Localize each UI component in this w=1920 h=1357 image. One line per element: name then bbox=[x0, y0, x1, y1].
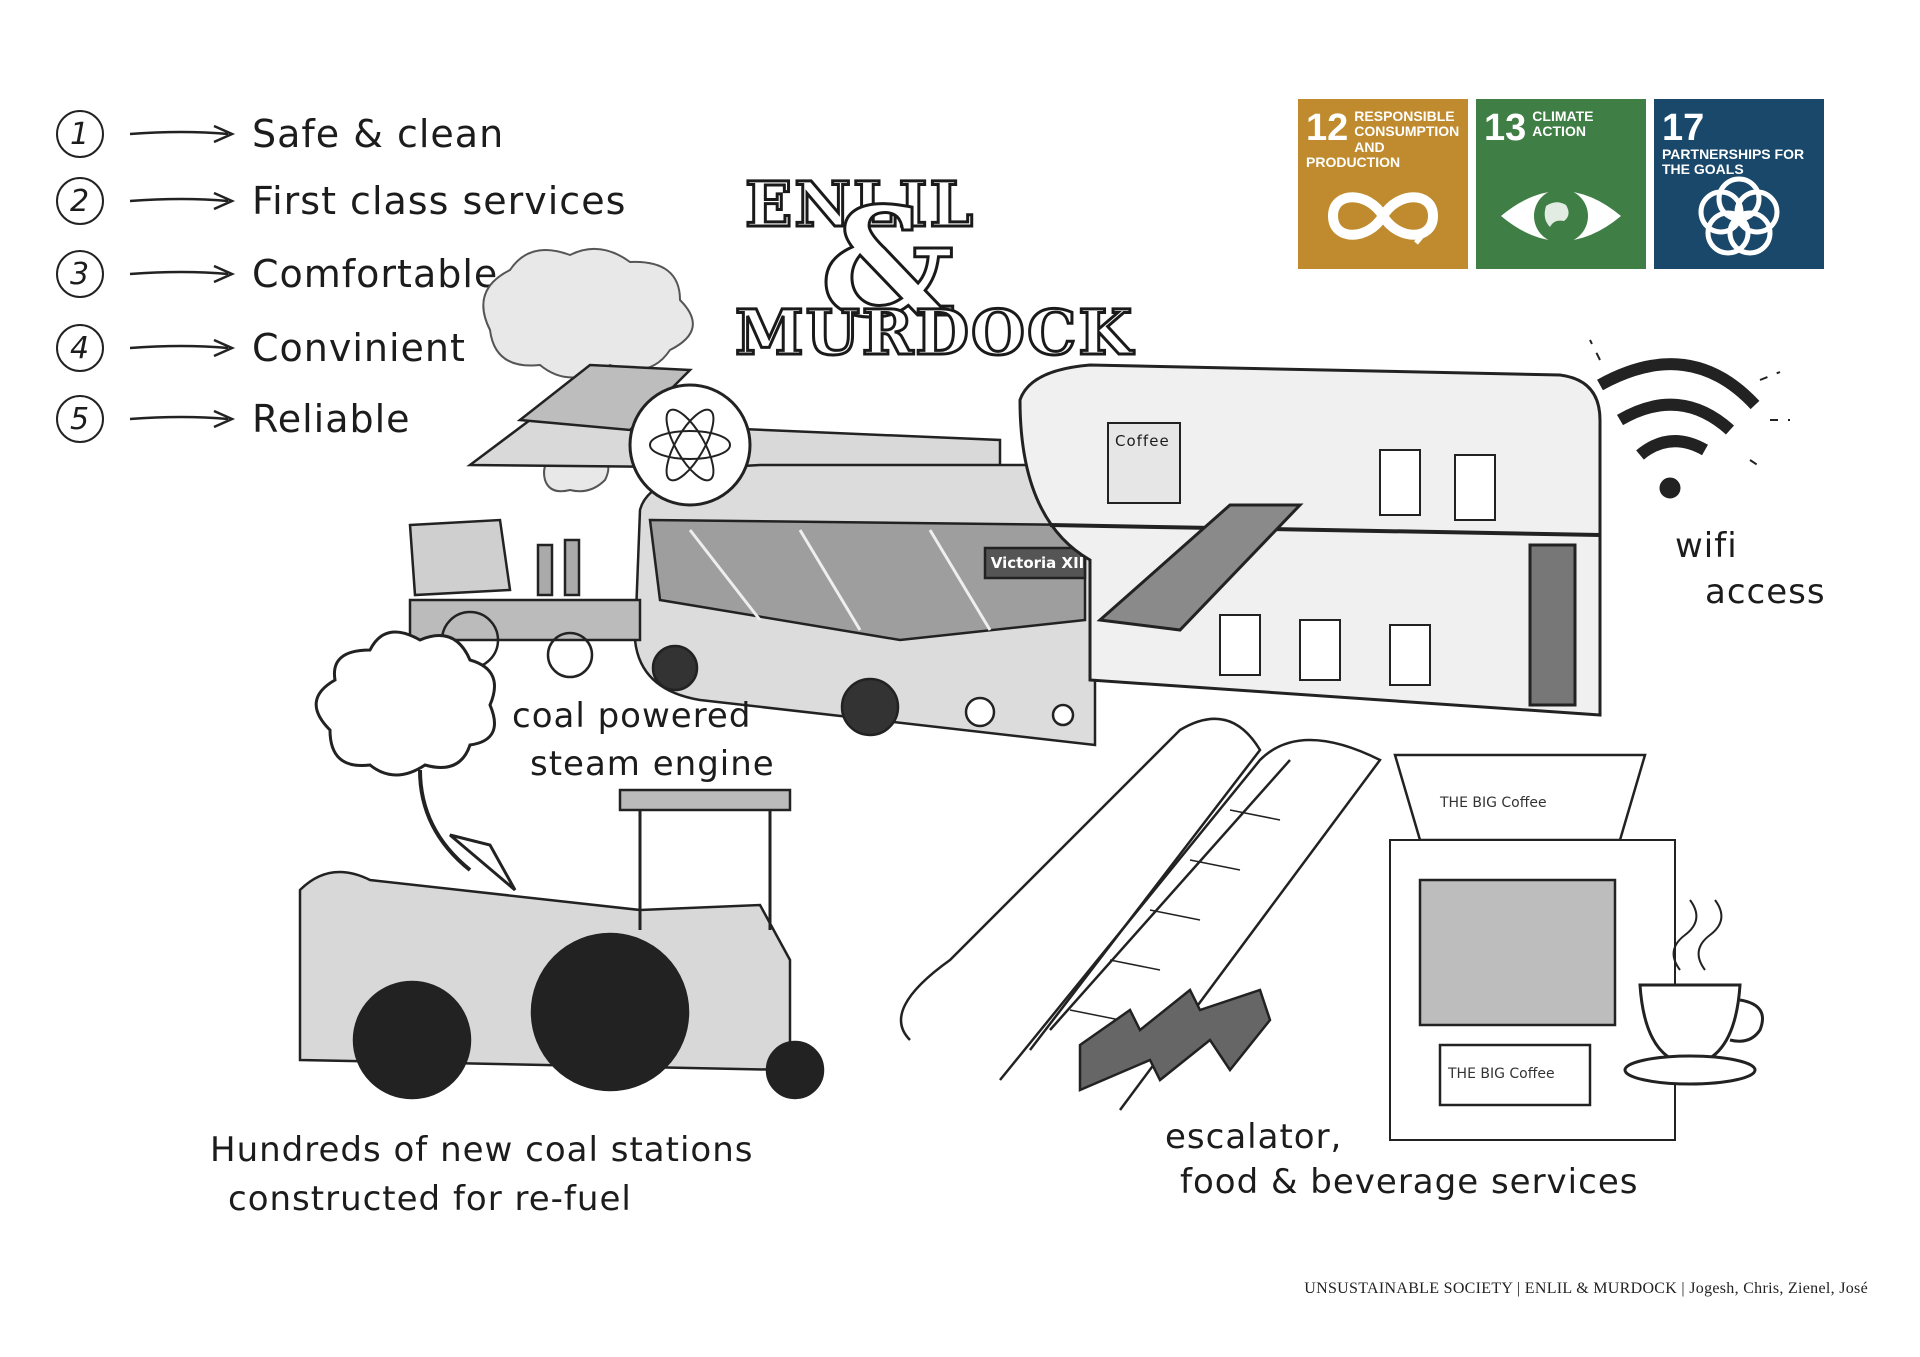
arrow-right-icon bbox=[129, 191, 236, 211]
arrow-right-icon bbox=[129, 124, 236, 144]
list-item: 1 Safe & clean bbox=[56, 104, 504, 164]
list-item: 4 Convinient bbox=[56, 318, 466, 378]
smoke-outline-icon bbox=[314, 630, 517, 892]
coffee-cup-icon bbox=[1623, 899, 1764, 1086]
sdg-title: Partnerships for the goals bbox=[1662, 146, 1805, 178]
list-label: Safe & clean bbox=[252, 112, 505, 156]
brand-line1: ENLIL bbox=[743, 167, 976, 243]
sdg-title: Responsible consumption and production bbox=[1306, 108, 1460, 171]
access-label: access bbox=[1705, 572, 1826, 612]
arrow-right-icon bbox=[129, 338, 236, 358]
list-item: 3 Comfortable bbox=[56, 244, 498, 304]
sdg-number: 13 bbox=[1484, 107, 1527, 149]
wifi-label: wifi bbox=[1675, 526, 1738, 566]
list-label: Convinient bbox=[252, 326, 466, 370]
coal-label-line1: coal powered bbox=[512, 696, 752, 736]
list-number: 3 bbox=[56, 250, 104, 298]
sdg-title: Climate action bbox=[1532, 108, 1594, 140]
bus-cutaway-sketch bbox=[1018, 363, 1602, 717]
list-number: 2 bbox=[56, 177, 104, 225]
tractor-sketch bbox=[298, 788, 825, 1100]
eye-globe-icon bbox=[1501, 189, 1621, 243]
kiosk-sign-text: THE BIG Coffee bbox=[1448, 1066, 1555, 1082]
coal-label-line2: steam engine bbox=[530, 744, 775, 784]
list-item: 2 First class services bbox=[56, 171, 626, 231]
list-label: Comfortable bbox=[252, 252, 499, 296]
brand-logo: ENLIL & MURDOCK bbox=[733, 158, 1155, 378]
kiosk-top-text: THE BIG Coffee bbox=[1440, 795, 1547, 811]
escalator-sketch bbox=[899, 717, 1382, 1111]
brand-line2: MURDOCK bbox=[733, 295, 1135, 371]
stations-caption-line1: Hundreds of new coal stations bbox=[210, 1130, 754, 1170]
arrow-right-icon bbox=[129, 264, 236, 284]
flower-rings-icon bbox=[1698, 176, 1780, 256]
sdg-tile-12: 12 Responsible consumption and productio… bbox=[1298, 99, 1468, 269]
list-number: 1 bbox=[56, 110, 104, 158]
bus-train-sketch bbox=[408, 363, 1097, 747]
bus-plate-text: Victoria XII bbox=[990, 554, 1085, 572]
list-number: 5 bbox=[56, 395, 104, 443]
wifi-icon bbox=[1589, 339, 1790, 499]
footer-credit: UNSUSTAINABLE SOCIETY | ENLIL & MURDOCK … bbox=[1304, 1280, 1868, 1297]
list-item: 5 Reliable bbox=[56, 389, 411, 449]
list-label: First class services bbox=[252, 179, 627, 223]
coffee-kiosk-sketch bbox=[1389, 753, 1676, 1141]
stations-caption-line2: constructed for re-fuel bbox=[228, 1179, 632, 1219]
infinity-icon bbox=[1327, 192, 1439, 245]
sdg-tile-13: 13 Climate action bbox=[1476, 99, 1646, 269]
sdg-number: 12 bbox=[1306, 107, 1349, 149]
list-label: Reliable bbox=[252, 397, 411, 441]
smoke-cloud bbox=[482, 247, 694, 493]
escalator-caption-line2: food & beverage services bbox=[1180, 1162, 1639, 1202]
escalator-caption-line1: escalator, bbox=[1165, 1117, 1343, 1157]
sdg-tile-17: 17 Partnerships for the goals bbox=[1654, 99, 1824, 269]
list-number: 4 bbox=[56, 324, 104, 372]
brand-ampersand: & bbox=[818, 175, 956, 351]
arrow-right-icon bbox=[129, 409, 236, 429]
sdg-number: 17 bbox=[1662, 107, 1705, 149]
coffee-sign-text: Coffee bbox=[1115, 432, 1170, 450]
